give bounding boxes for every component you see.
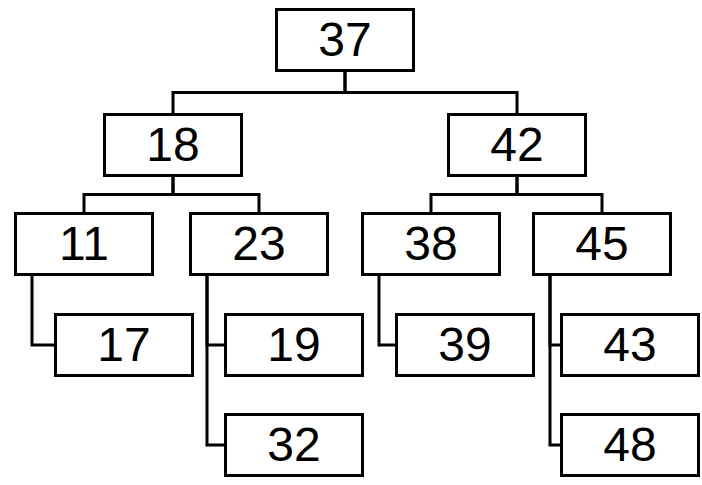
key-box: 42	[447, 113, 587, 177]
tree-connector	[550, 276, 560, 445]
tree-connector	[431, 177, 517, 212]
key-box: 39	[395, 313, 535, 377]
key-value: 45	[575, 220, 628, 268]
tree-connector	[207, 276, 224, 345]
key-box: 43	[560, 313, 700, 377]
tree-connector	[207, 276, 224, 445]
key-value: 23	[232, 220, 285, 268]
tree-connector	[173, 72, 345, 113]
tree-connector	[173, 177, 259, 212]
key-box: 38	[361, 212, 501, 276]
key-value: 38	[404, 220, 457, 268]
key-value: 43	[603, 321, 656, 369]
key-value: 39	[438, 321, 491, 369]
key-box: 48	[560, 413, 700, 477]
key-box: 18	[103, 113, 243, 177]
key-value: 48	[603, 421, 656, 469]
tree-connector	[32, 276, 54, 345]
key-box: 37	[275, 8, 415, 72]
tree-connector	[84, 177, 173, 212]
tree-connector	[517, 177, 602, 212]
key-box: 11	[14, 212, 154, 276]
key-value: 18	[146, 121, 199, 169]
key-box: 19	[224, 313, 364, 377]
key-box: 45	[532, 212, 672, 276]
key-box: 32	[224, 413, 364, 477]
key-value: 42	[490, 121, 543, 169]
key-value: 32	[267, 421, 320, 469]
key-value: 17	[97, 321, 150, 369]
key-value: 37	[318, 16, 371, 64]
key-box: 23	[189, 212, 329, 276]
tree-connector	[345, 72, 517, 113]
key-box: 17	[54, 313, 194, 377]
key-value: 19	[267, 321, 320, 369]
tree-connector	[379, 276, 395, 345]
key-value: 11	[59, 220, 109, 268]
